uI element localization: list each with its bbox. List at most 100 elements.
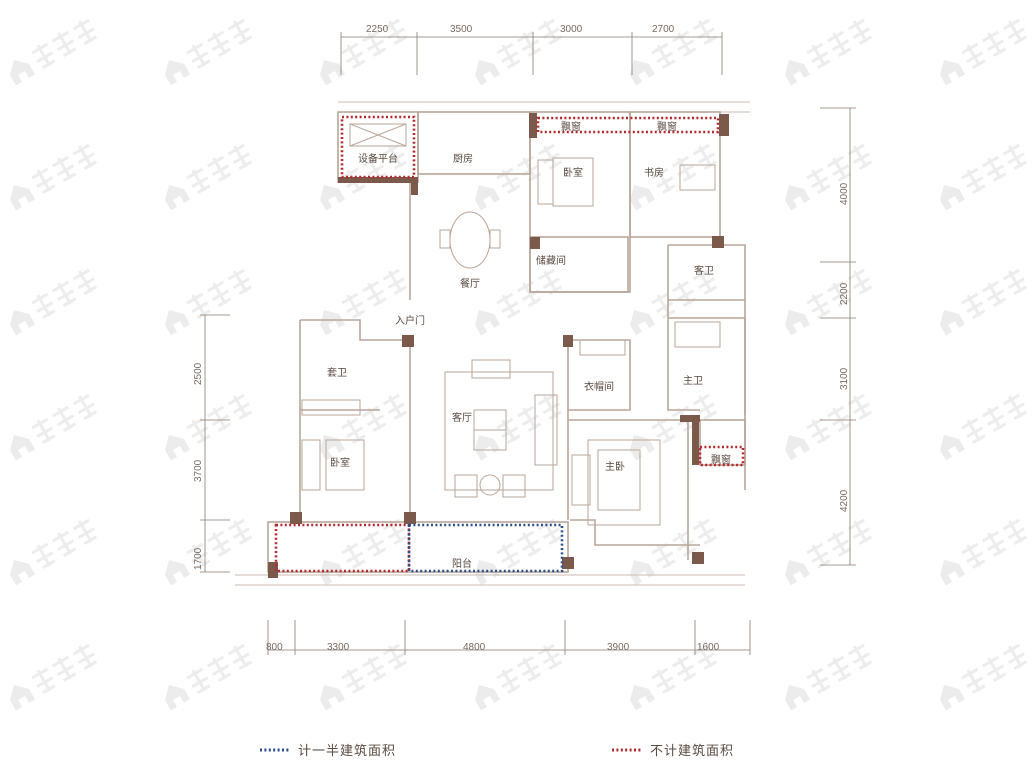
watermark-house-icon [10,309,36,336]
watermark-mark [961,542,986,569]
watermark-mark [847,18,873,45]
watermark-logo [320,393,408,461]
watermark-house-icon [475,684,501,711]
watermark-logo [785,143,873,211]
dimension-lines [200,32,856,655]
watermark-mark [537,268,563,295]
watermark-mark [341,42,366,69]
watermark-mark [827,155,852,182]
watermark-house-icon [630,184,656,211]
watermark-mark [207,155,232,182]
watermark-mark [382,643,408,670]
watermark-mark [847,518,873,545]
watermark-mark [496,667,521,694]
label-bedroom-south: 卧室 [330,456,350,469]
watermark-logo [785,18,873,86]
watermark-mark [692,143,718,170]
dim-left-3: 1700 [193,547,204,570]
watermark-mark [672,280,697,307]
watermark-mark [961,167,986,194]
watermark-mark [341,292,366,319]
watermark-mark [207,655,232,682]
watermark-mark [52,280,77,307]
dim-bottom-1: 800 [266,642,283,653]
watermark-mark [651,292,676,319]
watermark-mark [847,393,873,420]
watermark-house-icon [785,684,811,711]
watermark-mark [362,405,387,432]
watermark-mark [496,542,521,569]
watermark-house-icon [940,184,966,211]
dim-top-2: 3500 [450,24,473,35]
watermark-house-icon [10,59,36,86]
watermark-house-icon [165,309,191,336]
watermark-mark [517,530,542,557]
watermark-mark [227,143,253,170]
watermark-house-icon [165,434,191,461]
legend-excluded-area-label: 不计建筑面积 [650,743,734,759]
watermark-logo [630,643,718,711]
watermark-mark [227,268,253,295]
watermark-mark [227,393,253,420]
watermark-mark [341,417,366,444]
watermark-house-icon [10,434,36,461]
watermark-logo [10,518,98,586]
watermark-mark [52,655,77,682]
watermark-mark [186,542,211,569]
watermark-logo [320,268,408,336]
label-bay-window-1: 飘窗 [561,120,581,133]
watermark-logo [165,143,253,211]
label-balcony: 阳台 [452,557,472,570]
watermark-mark [672,30,697,57]
watermark-logo [940,143,1028,211]
label-living: 客厅 [452,411,472,424]
watermark-house-icon [320,559,346,586]
area-outlines [274,115,745,573]
watermark-logo [475,18,563,86]
watermark-mark [31,417,56,444]
watermark-house-icon [940,434,966,461]
watermark-mark [692,393,718,420]
watermark-mark [806,292,831,319]
watermark-mark [961,42,986,69]
watermark-mark [651,167,676,194]
watermark-house-icon [165,59,191,86]
watermark-mark [827,405,852,432]
watermark-mark [496,417,521,444]
watermark-mark [496,292,521,319]
watermark-logo [785,268,873,336]
structural-columns [268,113,729,578]
watermark-house-icon [630,309,656,336]
watermark-mark [186,167,211,194]
watermark-house-icon [165,684,191,711]
watermark-logo [475,268,563,336]
watermark-mark [186,42,211,69]
watermark-mark [517,655,542,682]
watermark-mark [362,280,387,307]
watermark-mark [961,667,986,694]
watermark-mark [827,655,852,682]
dim-right-3: 3100 [839,367,850,390]
watermark-house-icon [785,59,811,86]
watermark-mark [72,518,98,545]
watermark-house-icon [940,684,966,711]
watermark-mark [31,667,56,694]
dim-bottom-2: 3300 [327,642,350,653]
watermark-mark [496,167,521,194]
watermark-mark [672,155,697,182]
excluded-area-balcony-left [274,523,411,573]
watermark-house-icon [320,684,346,711]
watermark-house-icon [320,59,346,86]
watermark-logo [475,393,563,461]
watermark-mark [362,30,387,57]
watermark-mark [1002,18,1028,45]
watermark-logo [940,268,1028,336]
watermark-mark [827,530,852,557]
dim-top-4: 2700 [652,24,675,35]
label-kitchen: 厨房 [453,152,473,165]
watermark-mark [382,268,408,295]
watermark-mark [692,643,718,670]
watermark-mark [382,143,408,170]
watermark-mark [227,18,253,45]
watermark-mark [982,405,1007,432]
